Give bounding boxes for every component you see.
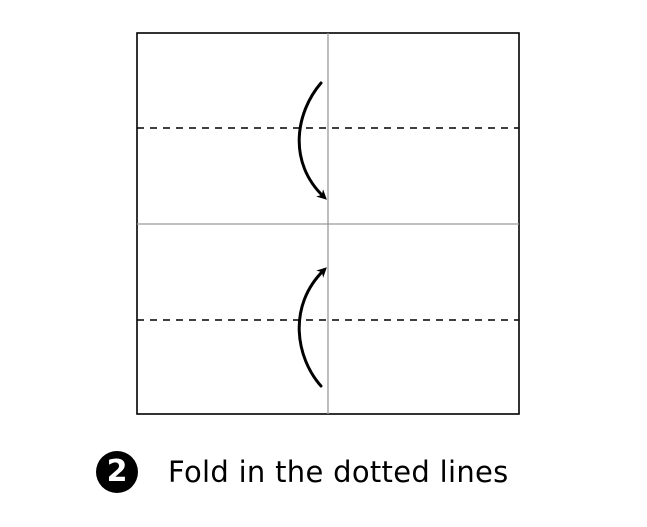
origami-diagram (136, 32, 520, 415)
fold-down-arrow (297, 81, 327, 200)
step-instruction: Fold in the dotted lines (168, 455, 509, 489)
step-number-badge: 2 (96, 451, 138, 493)
step-caption: 2 Fold in the dotted lines (96, 451, 509, 493)
fold-up-arrow (297, 267, 327, 388)
